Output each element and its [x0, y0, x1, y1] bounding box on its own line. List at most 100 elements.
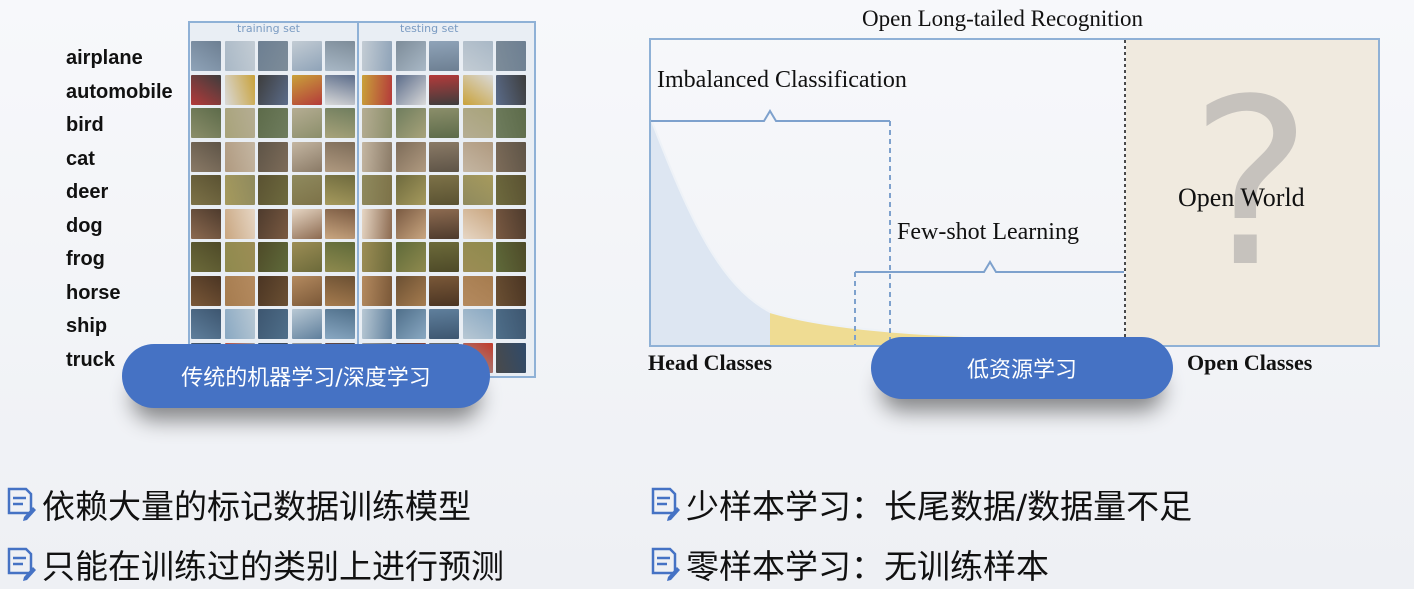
image-thumbnail [191, 275, 221, 306]
image-thumbnail [191, 74, 221, 105]
head-classes-label: Head Classes [648, 350, 773, 375]
imbalanced-classification-label: Imbalanced Classification [657, 67, 907, 93]
class-label-truck: truck [66, 349, 115, 371]
few-shot-bracket [855, 260, 1124, 273]
image-thumbnail [291, 242, 322, 272]
image-thumbnail [496, 175, 526, 205]
class-label-horse: horse [66, 282, 121, 304]
few-shot-learning-label: Few-shot Learning [897, 219, 1079, 245]
image-thumbnail [395, 108, 426, 138]
bullet-item: 少样本学习：长尾数据/数据量不足 [650, 480, 1192, 528]
image-thumbnail [258, 208, 288, 239]
image-thumbnail [429, 309, 459, 339]
traditional-learning-label: 传统的机器学习/深度学习 [181, 366, 431, 391]
image-thumbnail [362, 242, 392, 272]
open-world-panel [1126, 40, 1378, 345]
image-thumbnail [496, 342, 526, 373]
image-thumbnail [496, 41, 526, 71]
image-thumbnail [191, 242, 221, 272]
image-thumbnail [362, 108, 392, 138]
image-thumbnail [325, 275, 355, 306]
image-thumbnail [325, 108, 355, 138]
bullet-text: 零样本学习：无训练样本 [686, 547, 1049, 586]
image-thumbnail [291, 208, 322, 239]
grid-divider [357, 21, 359, 378]
low-resource-learning-pill: 低资源学习 [871, 337, 1173, 399]
image-thumbnail [429, 275, 459, 306]
image-thumbnail [362, 175, 392, 205]
document-edit-icon [651, 547, 680, 581]
image-thumbnail [291, 74, 322, 105]
image-thumbnail [429, 242, 459, 272]
class-label-deer: deer [66, 181, 109, 203]
low-resource-learning-label: 低资源学习 [966, 358, 1077, 383]
image-thumbnail [429, 108, 459, 138]
image-thumbnail [496, 141, 526, 172]
image-thumbnail [395, 74, 426, 105]
image-thumbnail [429, 141, 459, 172]
image-thumbnail [258, 175, 288, 205]
class-label-bird: bird [66, 114, 104, 136]
class-label-airplane: airplane [66, 47, 143, 69]
image-thumbnail [291, 41, 322, 71]
image-thumbnail [224, 242, 255, 272]
image-thumbnail [325, 141, 355, 172]
image-thumbnail [191, 41, 221, 71]
training-set-caption: training set [237, 22, 300, 35]
image-thumbnail [291, 309, 322, 339]
image-thumbnail [258, 41, 288, 71]
image-thumbnail [325, 74, 355, 105]
image-thumbnail [191, 141, 221, 172]
bullet-item: 零样本学习：无训练样本 [650, 540, 1049, 588]
tail-class-area [770, 312, 1124, 345]
bullet-item: 依赖大量的标记数据训练模型 [6, 480, 471, 528]
image-thumbnail [462, 41, 493, 71]
image-thumbnail [462, 309, 493, 339]
document-edit-icon [7, 487, 36, 521]
bullet-text: 少样本学习：长尾数据/数据量不足 [686, 487, 1193, 526]
bullet-text: 依赖大量的标记数据训练模型 [42, 487, 471, 526]
image-thumbnail [325, 41, 355, 71]
image-thumbnail [496, 309, 526, 339]
image-thumbnail [429, 175, 459, 205]
training-image-grid [191, 41, 355, 373]
document-edit-icon [7, 547, 36, 581]
image-thumbnail [191, 208, 221, 239]
image-thumbnail [362, 141, 392, 172]
image-thumbnail [224, 141, 255, 172]
class-label-automobile: automobile [66, 81, 173, 103]
image-thumbnail [429, 208, 459, 239]
image-thumbnail [395, 242, 426, 272]
question-mark: ? [1190, 51, 1313, 318]
image-thumbnail [429, 74, 459, 105]
image-thumbnail [291, 275, 322, 306]
bullet-item: 只能在训练过的类别上进行预测 [6, 540, 504, 588]
image-thumbnail [395, 41, 426, 71]
image-thumbnail [429, 41, 459, 71]
image-thumbnail [462, 208, 493, 239]
class-label-frog: frog [66, 248, 105, 270]
image-thumbnail [224, 108, 255, 138]
image-thumbnail [395, 275, 426, 306]
image-thumbnail [462, 242, 493, 272]
image-thumbnail [362, 74, 392, 105]
image-thumbnail [224, 309, 255, 339]
testing-set-caption: testing set [400, 22, 459, 35]
image-thumbnail [325, 242, 355, 272]
image-thumbnail [362, 309, 392, 339]
long-tail-curve [650, 118, 1125, 341]
image-thumbnail [224, 41, 255, 71]
image-thumbnail [224, 175, 255, 205]
image-thumbnail [395, 309, 426, 339]
image-thumbnail [224, 208, 255, 239]
bullet-text: 只能在训练过的类别上进行预测 [42, 547, 504, 586]
head-class-area [651, 119, 770, 345]
image-thumbnail [496, 74, 526, 105]
image-thumbnail [395, 141, 426, 172]
image-thumbnail [258, 275, 288, 306]
image-thumbnail [258, 242, 288, 272]
image-thumbnail [325, 208, 355, 239]
image-thumbnail [258, 309, 288, 339]
image-thumbnail [291, 108, 322, 138]
